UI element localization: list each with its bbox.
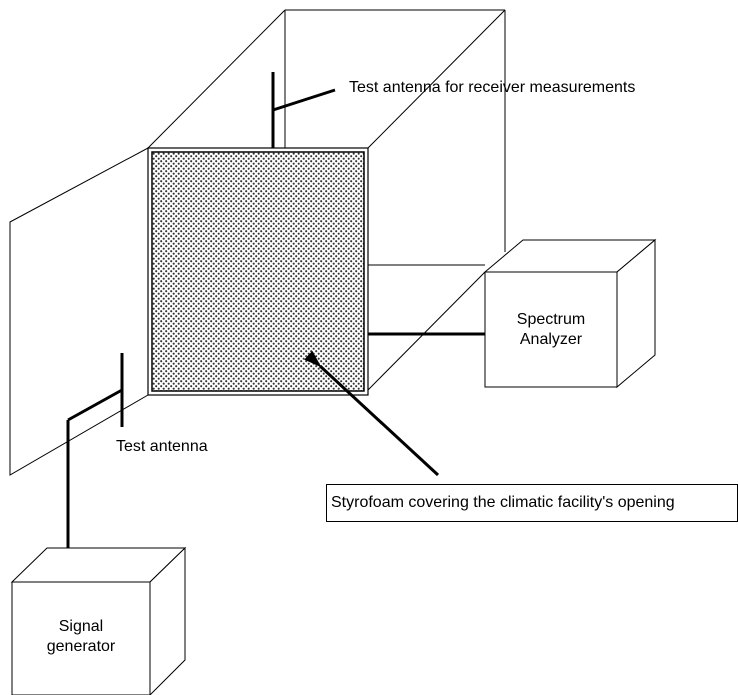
spectrum-analyzer-box bbox=[483, 238, 657, 389]
receiver-antenna-label: Test antenna for receiver measurements bbox=[349, 79, 636, 96]
chamber-door bbox=[9, 147, 149, 476]
climatic-chamber bbox=[147, 9, 506, 391]
signal-generator-box bbox=[10, 546, 187, 695]
spectrum-analyzer-label-line1: Spectrum bbox=[516, 311, 586, 328]
signal-generator-label-line1: Signal bbox=[58, 618, 104, 635]
styrofoam-panel bbox=[147, 147, 369, 396]
test-antenna bbox=[67, 353, 124, 427]
receiver-test-antenna bbox=[271, 72, 336, 148]
styrofoam-label: Styrofoam covering the climatic facility… bbox=[326, 484, 738, 522]
test-antenna-label: Test antenna bbox=[116, 438, 208, 455]
styrofoam-callout-arrow bbox=[304, 350, 440, 477]
spectrum-analyzer-label-line2: Analyzer bbox=[519, 331, 583, 348]
spectrum-analyzer-label: Spectrum Analyzer bbox=[485, 310, 617, 350]
signal-generator-label: Signal generator bbox=[12, 617, 150, 657]
signal-generator-label-line2: generator bbox=[46, 638, 116, 655]
